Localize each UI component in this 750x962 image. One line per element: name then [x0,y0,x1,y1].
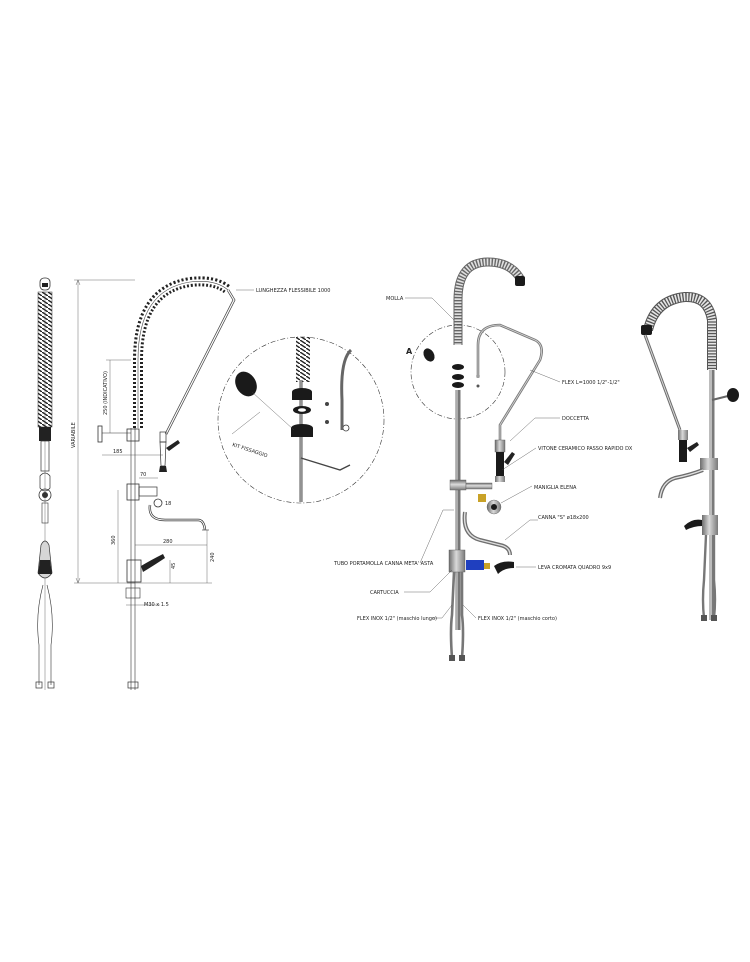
label-flex-corto: FLEX INOX 1/2" (maschio corto) [478,616,557,622]
label-doccetta: DOCCETTA [562,416,590,422]
label-canna-s: CANNA "S" ø18x200 [538,515,589,521]
dim-360: 360 [111,535,117,545]
dim-250-indicativo: 250 (INDICATIVO) [103,371,109,415]
dim-185: 185 [113,449,123,455]
label-vitone: VITONE CERAMICO PASSO RAPIDO DX [538,446,633,452]
dim-280: 280 [163,539,173,545]
dim-45: 45 [171,563,177,569]
label-leva: LEVA CROMATA QUADRO 9x9 [538,565,611,571]
side-view-drawing [35,277,55,690]
label-maniglia: MANIGLIA ELENA [534,485,577,491]
label-flex-1000: FLEX L=1000 1/2"-1/2" [562,380,620,386]
dim-variabile: VARIABILE [71,422,77,448]
label-molla: MOLLA [386,296,404,302]
label-detail-a: A [406,347,413,356]
dim-240: 240 [210,552,216,562]
label-tubo-portamolla: TUBO PORTAMOLLA CANNA META' ASTA [333,561,434,567]
label-cartuccia: CARTUCCIA [370,590,399,596]
label-flex-lungo: FLEX INOX 1/2" (maschio lungo) [357,616,437,622]
product-render [641,291,739,621]
label-lunghezza-flessibile: LUNGHEZZA FLESSIBILE 1000 [256,288,330,294]
front-view-drawing: VARIABILE 250 (INDICATIVO) 185 70 18 [71,276,330,690]
detail-circle-kit-fissaggio: KIT FISSAGGIO [217,336,385,504]
dim-18: 18 [165,501,171,507]
dim-70: 70 [140,472,146,478]
dim-thread: M30 x 1.5 [144,602,169,608]
label-kit-fissaggio: KIT FISSAGGIO [231,442,268,459]
exploded-assembly-view: A MOL [333,257,633,661]
